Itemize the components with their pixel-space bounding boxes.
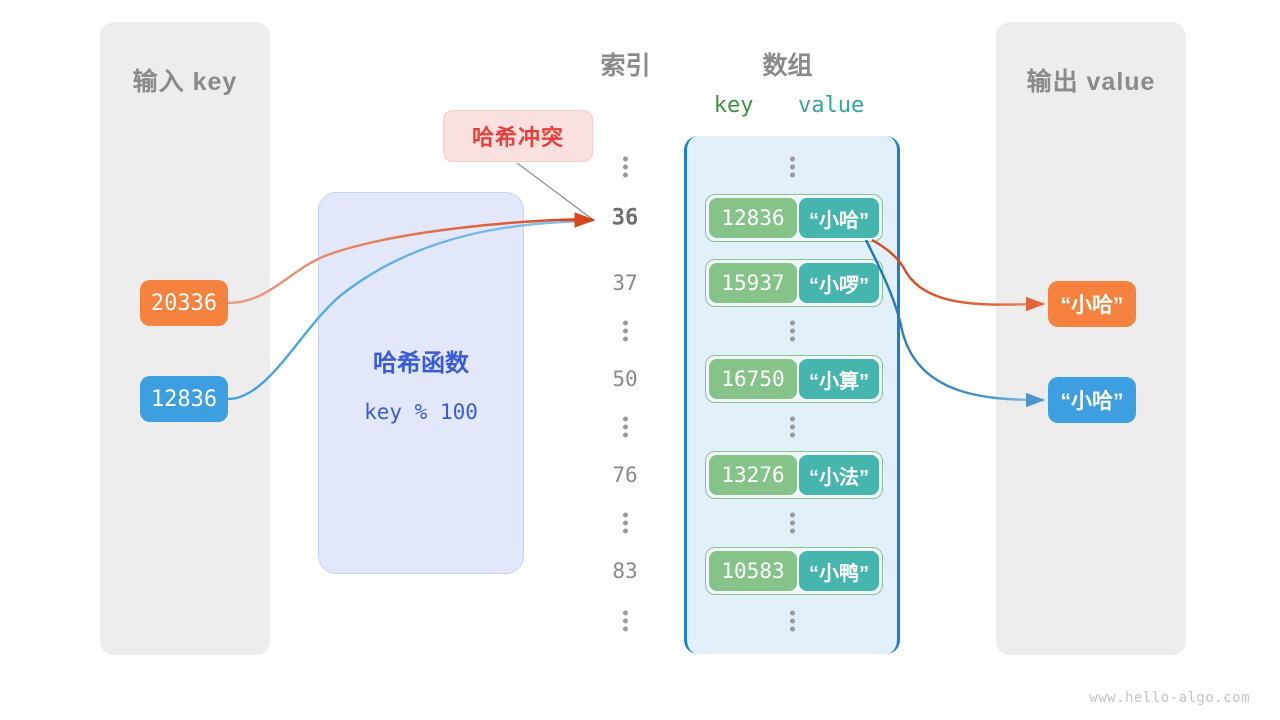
array-ellipsis	[687, 608, 897, 635]
array-entry: 15937“小啰”	[705, 259, 883, 307]
hash-collision-callout: 哈希冲突	[443, 110, 593, 162]
index-column: 36 37 50 76 83	[590, 0, 660, 720]
entry-value: “小鸭”	[799, 551, 879, 591]
index-ellipsis	[590, 510, 660, 537]
input-panel: 输入 key	[100, 22, 270, 655]
array-entry: 13276“小法”	[705, 451, 883, 499]
callout-leader-line	[516, 162, 593, 220]
entry-value: “小法”	[799, 455, 879, 495]
value-header-label: value	[798, 93, 865, 118]
entry-value: “小啰”	[799, 263, 879, 303]
index-label-76: 76	[612, 463, 638, 487]
array-entry: 16750“小算”	[705, 355, 883, 403]
key-header-label: key	[713, 93, 754, 118]
input-key-0-label: 20336	[150, 290, 218, 316]
index-label-83: 83	[612, 559, 638, 583]
index-label-50: 50	[612, 367, 638, 391]
output-panel: 输出 value	[996, 22, 1186, 655]
output-value-1: “小哈”	[1048, 377, 1136, 423]
entry-key: 15937	[709, 263, 797, 303]
hash-function-title: 哈希函数	[373, 349, 469, 377]
entry-key: 13276	[709, 455, 797, 495]
hash-collision-label: 哈希冲突	[471, 125, 564, 150]
entry-key: 16750	[709, 359, 797, 399]
array-ellipsis	[687, 510, 897, 537]
output-value-1-label: “小哈”	[1060, 390, 1124, 413]
array-ellipsis	[687, 318, 897, 345]
index-column-header: 索引	[600, 52, 651, 80]
array-column-header: 数组	[762, 52, 813, 80]
key-value-header: key value	[684, 93, 894, 118]
array-rows: 12836“小哈”15937“小啰”16750“小算”13276“小法”1058…	[687, 136, 897, 654]
input-key-0: 20336	[140, 280, 228, 326]
output-value-0: “小哈”	[1048, 281, 1136, 327]
entry-key: 10583	[709, 551, 797, 591]
hash-function-box: 哈希函数 key % 100	[318, 192, 524, 574]
array-ellipsis	[687, 154, 897, 181]
entry-value: “小哈”	[799, 198, 879, 238]
index-ellipsis	[590, 318, 660, 345]
hash-function-formula: key % 100	[364, 399, 478, 424]
input-panel-title: 输入 key	[132, 68, 238, 96]
output-panel-title: 输出 value	[1026, 68, 1156, 96]
index-ellipsis	[590, 154, 660, 181]
input-key-1-label: 12836	[150, 386, 218, 412]
array-entry: 10583“小鸭”	[705, 547, 883, 595]
array-ellipsis	[687, 414, 897, 441]
index-ellipsis	[590, 414, 660, 441]
array-entry: 12836“小哈”	[705, 194, 883, 242]
entry-key: 12836	[709, 198, 797, 238]
index-label-37: 37	[612, 271, 638, 295]
entry-value: “小算”	[799, 359, 879, 399]
watermark: www.hello-algo.com	[1089, 690, 1250, 706]
input-key-1: 12836	[140, 376, 228, 422]
output-value-0-label: “小哈”	[1060, 294, 1124, 317]
index-label-36: 36	[611, 205, 639, 231]
array-container: 12836“小哈”15937“小啰”16750“小算”13276“小法”1058…	[684, 136, 900, 654]
index-ellipsis	[590, 608, 660, 635]
